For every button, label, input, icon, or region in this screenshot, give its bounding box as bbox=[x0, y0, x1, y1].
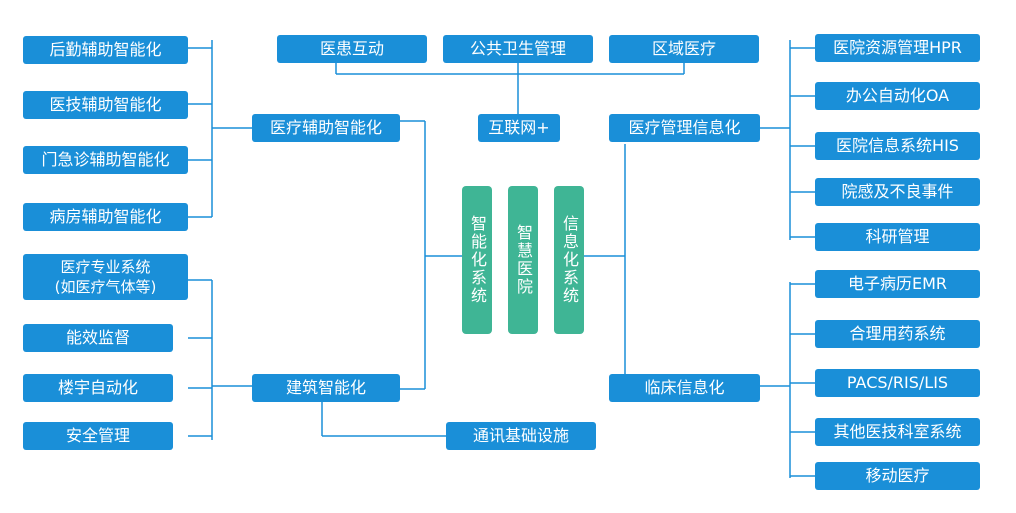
node-research-management: 科研管理 bbox=[815, 223, 980, 251]
node-medical-professional-systems-label: 医疗专业系统 (如医疗气体等) bbox=[54, 258, 157, 296]
hub-medical-assist: 医疗辅助智能化 bbox=[252, 114, 400, 142]
node-emergency-assist: 门急诊辅助智能化 bbox=[23, 146, 188, 174]
node-public-health-management: 公共卫生管理 bbox=[443, 35, 593, 63]
node-hospital-resource-hpr: 医院资源管理HPR bbox=[815, 34, 980, 62]
node-logistics-assist: 后勤辅助智能化 bbox=[23, 36, 188, 64]
node-mobile-medical: 移动医疗 bbox=[815, 462, 980, 490]
node-communication-infrastructure: 通讯基础设施 bbox=[446, 422, 596, 450]
pill-information-system: 信息化系统 bbox=[554, 186, 584, 334]
pill-intelligent-system: 智能化系统 bbox=[462, 186, 492, 334]
node-doctor-patient-interaction: 医患互动 bbox=[277, 35, 427, 63]
node-medtech-assist: 医技辅助智能化 bbox=[23, 91, 188, 119]
node-rational-drug-use: 合理用药系统 bbox=[815, 320, 980, 348]
node-regional-medical: 区域医疗 bbox=[609, 35, 759, 63]
hub-clinical-info: 临床信息化 bbox=[609, 374, 760, 402]
pill-smart-hospital: 智慧医院 bbox=[508, 186, 538, 334]
node-security-management: 安全管理 bbox=[23, 422, 173, 450]
node-office-automation-oa: 办公自动化OA bbox=[815, 82, 980, 110]
hub-medical-management-info: 医疗管理信息化 bbox=[609, 114, 760, 142]
node-hospital-info-his: 医院信息系统HIS bbox=[815, 132, 980, 160]
node-medical-professional-systems: 医疗专业系统 (如医疗气体等) bbox=[23, 254, 188, 300]
node-infection-adverse-events: 院感及不良事件 bbox=[815, 178, 980, 206]
node-internet-plus: 互联网+ bbox=[478, 114, 560, 142]
node-building-automation: 楼宇自动化 bbox=[23, 374, 173, 402]
node-other-medtech-systems: 其他医技科室系统 bbox=[815, 418, 980, 446]
hub-building-intelligence: 建筑智能化 bbox=[252, 374, 400, 402]
node-energy-supervision: 能效监督 bbox=[23, 324, 173, 352]
node-emr: 电子病历EMR bbox=[815, 270, 980, 298]
node-pacs-ris-lis: PACS/RIS/LIS bbox=[815, 369, 980, 397]
node-ward-assist: 病房辅助智能化 bbox=[23, 203, 188, 231]
